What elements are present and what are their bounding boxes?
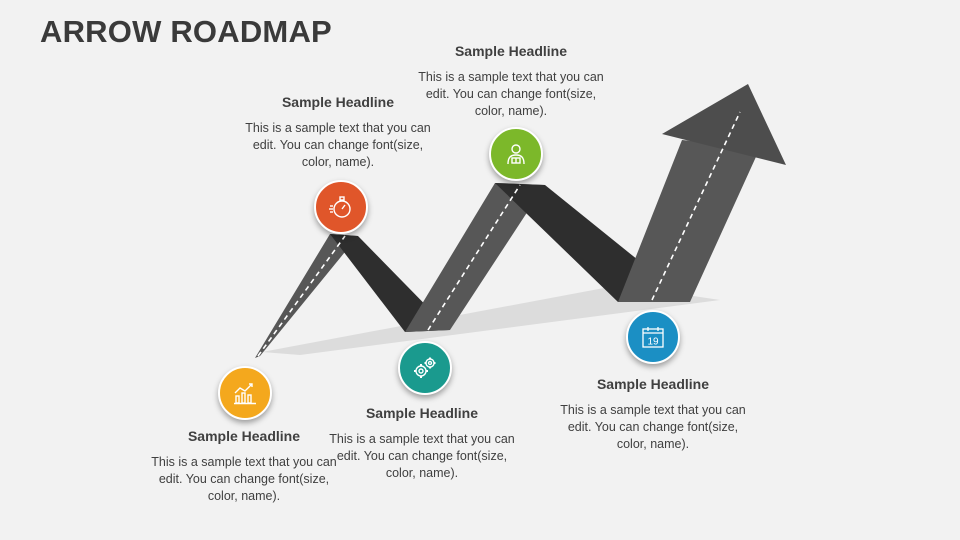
calendar-day-number: 19 xyxy=(647,337,659,348)
stopwatch-icon xyxy=(329,196,351,218)
milestone-2-circle xyxy=(314,180,368,234)
milestone-4-text: This is a sample text that you can edit.… xyxy=(418,70,604,118)
milestone-1-headline: Sample Headline xyxy=(187,428,301,444)
milestone-1-block: Sample Headline This is a sample text th… xyxy=(149,428,339,505)
milestone-5-circle: 19 xyxy=(626,310,680,364)
milestone-4-circle xyxy=(489,127,543,181)
milestone-3-text: This is a sample text that you can edit.… xyxy=(329,432,515,480)
road-shadow xyxy=(262,285,720,355)
milestone-3-headline: Sample Headline xyxy=(365,405,479,421)
road-segment-1 xyxy=(255,234,358,358)
road-segment-5 xyxy=(618,140,760,302)
road-segment-3 xyxy=(405,183,545,332)
chart-icon xyxy=(234,383,256,405)
gears-icon xyxy=(414,357,436,378)
milestone-3-circle xyxy=(398,341,452,395)
milestone-2-block: Sample Headline This is a sample text th… xyxy=(243,94,433,171)
milestone-4-headline: Sample Headline xyxy=(454,43,568,59)
milestone-1-text: This is a sample text that you can edit.… xyxy=(151,455,337,503)
person-icon xyxy=(507,144,525,165)
arrow-head xyxy=(662,84,786,165)
calendar-icon: 19 xyxy=(642,327,664,348)
milestone-3-block: Sample Headline This is a sample text th… xyxy=(327,405,517,482)
milestone-2-headline: Sample Headline xyxy=(281,94,395,110)
milestone-1-circle xyxy=(218,366,272,420)
milestone-4-block: Sample Headline This is a sample text th… xyxy=(416,43,606,120)
milestone-2-text: This is a sample text that you can edit.… xyxy=(245,121,431,169)
milestone-5-block: Sample Headline This is a sample text th… xyxy=(558,376,748,453)
page-title: ARROW ROADMAP xyxy=(40,14,332,49)
milestone-5-headline: Sample Headline xyxy=(596,376,710,392)
milestone-5-text: This is a sample text that you can edit.… xyxy=(560,403,746,451)
